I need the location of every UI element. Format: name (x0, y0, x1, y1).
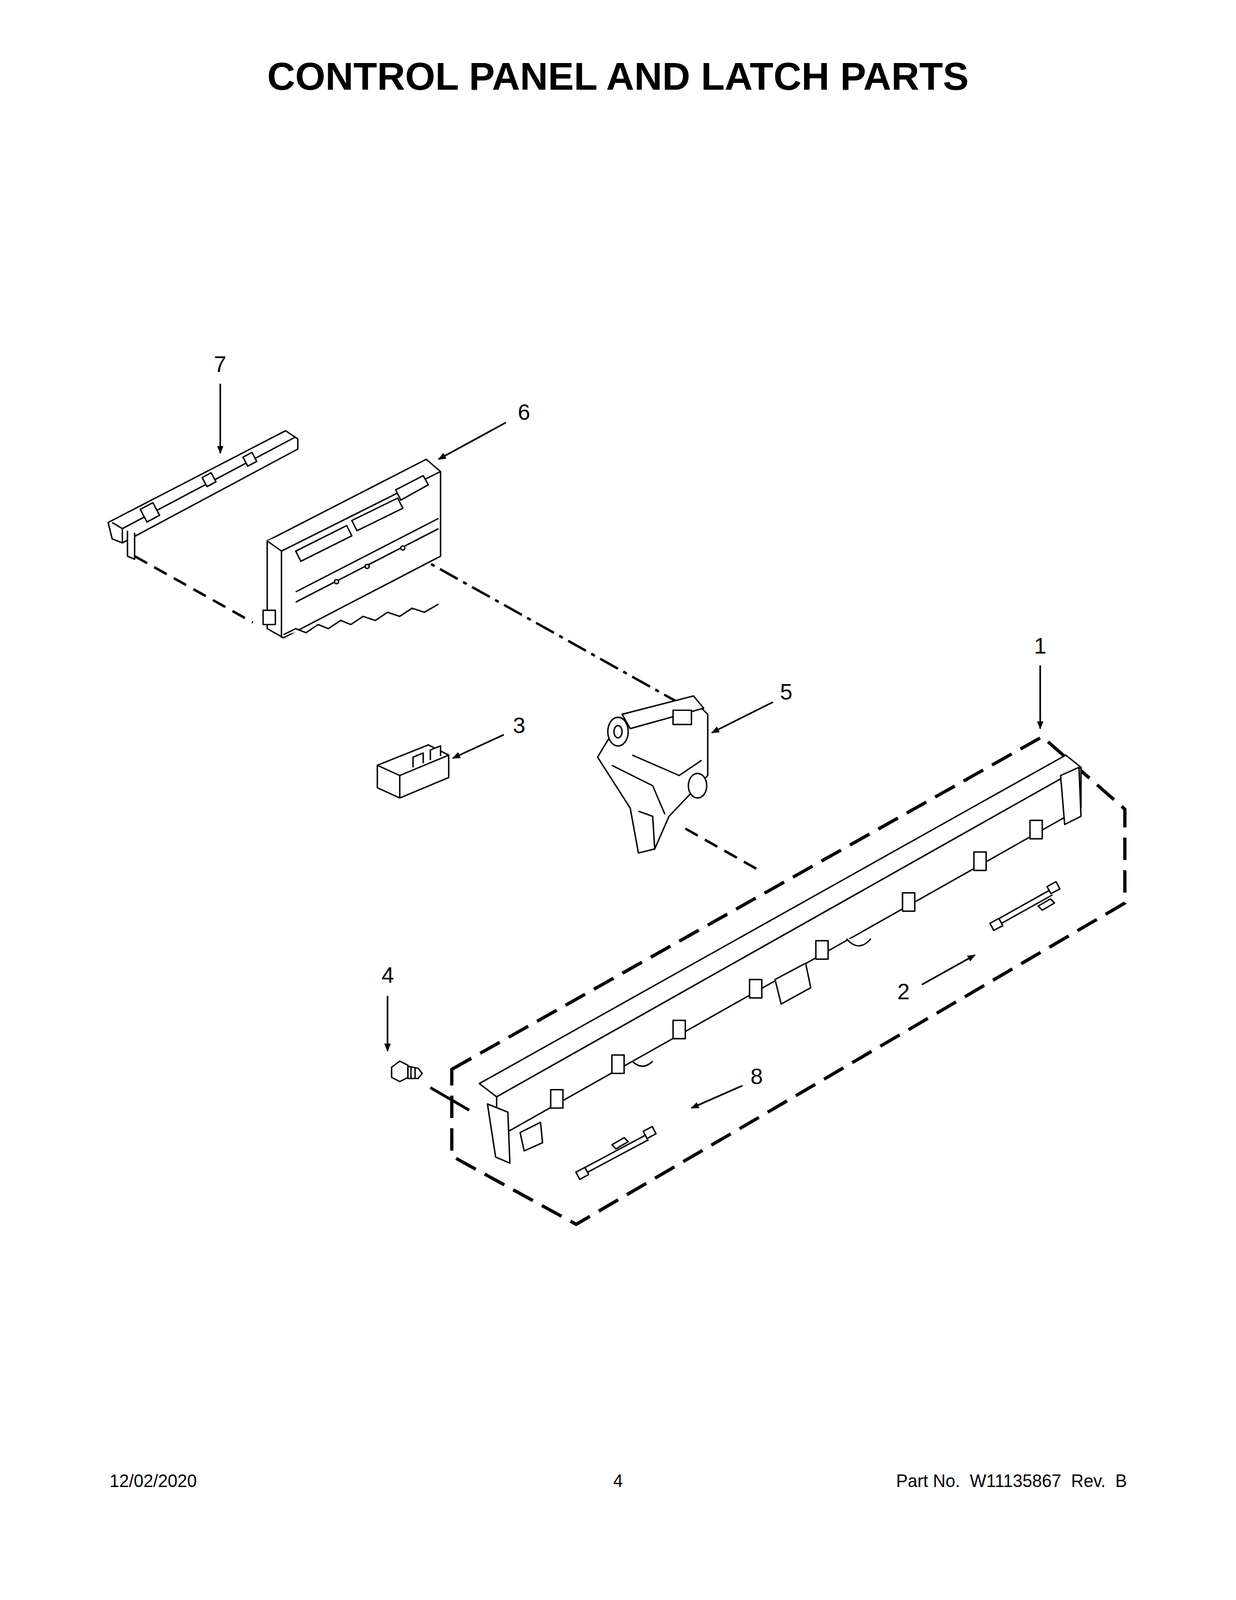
callout-number: 2 (897, 978, 910, 1005)
callout-number: 6 (517, 398, 531, 426)
page-title: CONTROL PANEL AND LATCH PARTS (267, 54, 969, 99)
page-number: 4 (613, 1470, 623, 1491)
control-board-housing (263, 459, 441, 638)
callout-number: 3 (512, 712, 526, 739)
control-panel (479, 754, 1081, 1163)
callout-number: 7 (213, 350, 227, 378)
bracket-part (377, 744, 449, 798)
callout-number: 4 (381, 961, 395, 988)
footer-date: 12/02/2020 (109, 1470, 197, 1491)
callout-number: 5 (779, 678, 793, 705)
wire-harness (989, 881, 1060, 931)
wire-harness (575, 1126, 656, 1180)
callout-number: 8 (750, 1062, 763, 1090)
door-latch (597, 695, 708, 853)
screw (391, 1061, 423, 1082)
part-number: Part No. W11135867 Rev. B (896, 1470, 1127, 1491)
callout-number: 1 (1033, 632, 1047, 659)
assembly-boundary (451, 736, 1126, 1225)
